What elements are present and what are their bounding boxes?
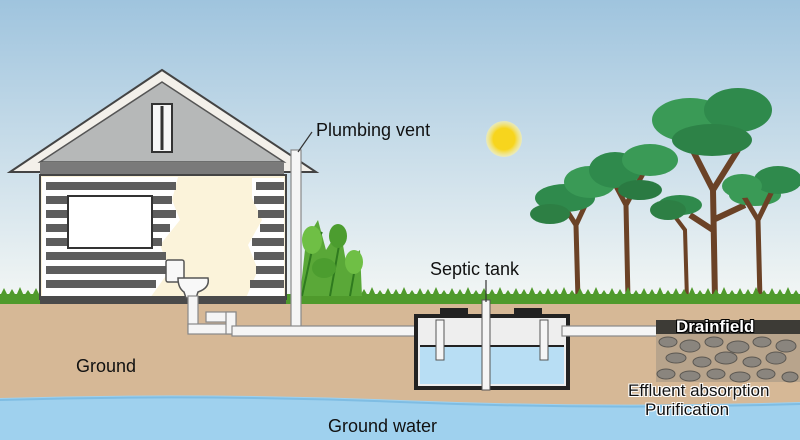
ground-water-label: Ground water: [328, 416, 438, 436]
septic-tank: [414, 299, 570, 391]
septic-tank-label: Septic tank: [430, 259, 520, 279]
plumbing-vent-label: Plumbing vent: [316, 120, 431, 140]
outlet-pipe: [561, 325, 661, 337]
ground-label: Ground: [76, 356, 137, 376]
purification-label: Purification: [645, 400, 730, 419]
shrub-icon: [300, 220, 363, 297]
siding-right: [246, 178, 284, 298]
tree-icon: [589, 144, 678, 301]
drainfield: [656, 320, 800, 383]
tree-icon: [650, 200, 689, 301]
grass-strip: [0, 287, 800, 304]
effluent-absorption-label: Effluent absorption: [628, 381, 770, 400]
sun-icon: [486, 121, 522, 157]
tree-icon: [722, 166, 800, 301]
plumbing-vent-pointer: [297, 131, 313, 153]
plumbing-vent-pipe: [290, 149, 302, 333]
window: [67, 195, 153, 249]
tree-group: [530, 88, 800, 301]
drainfield-label: Drainfield: [676, 317, 755, 336]
house-icon: [6, 68, 320, 304]
toilet-icon: [165, 259, 210, 299]
